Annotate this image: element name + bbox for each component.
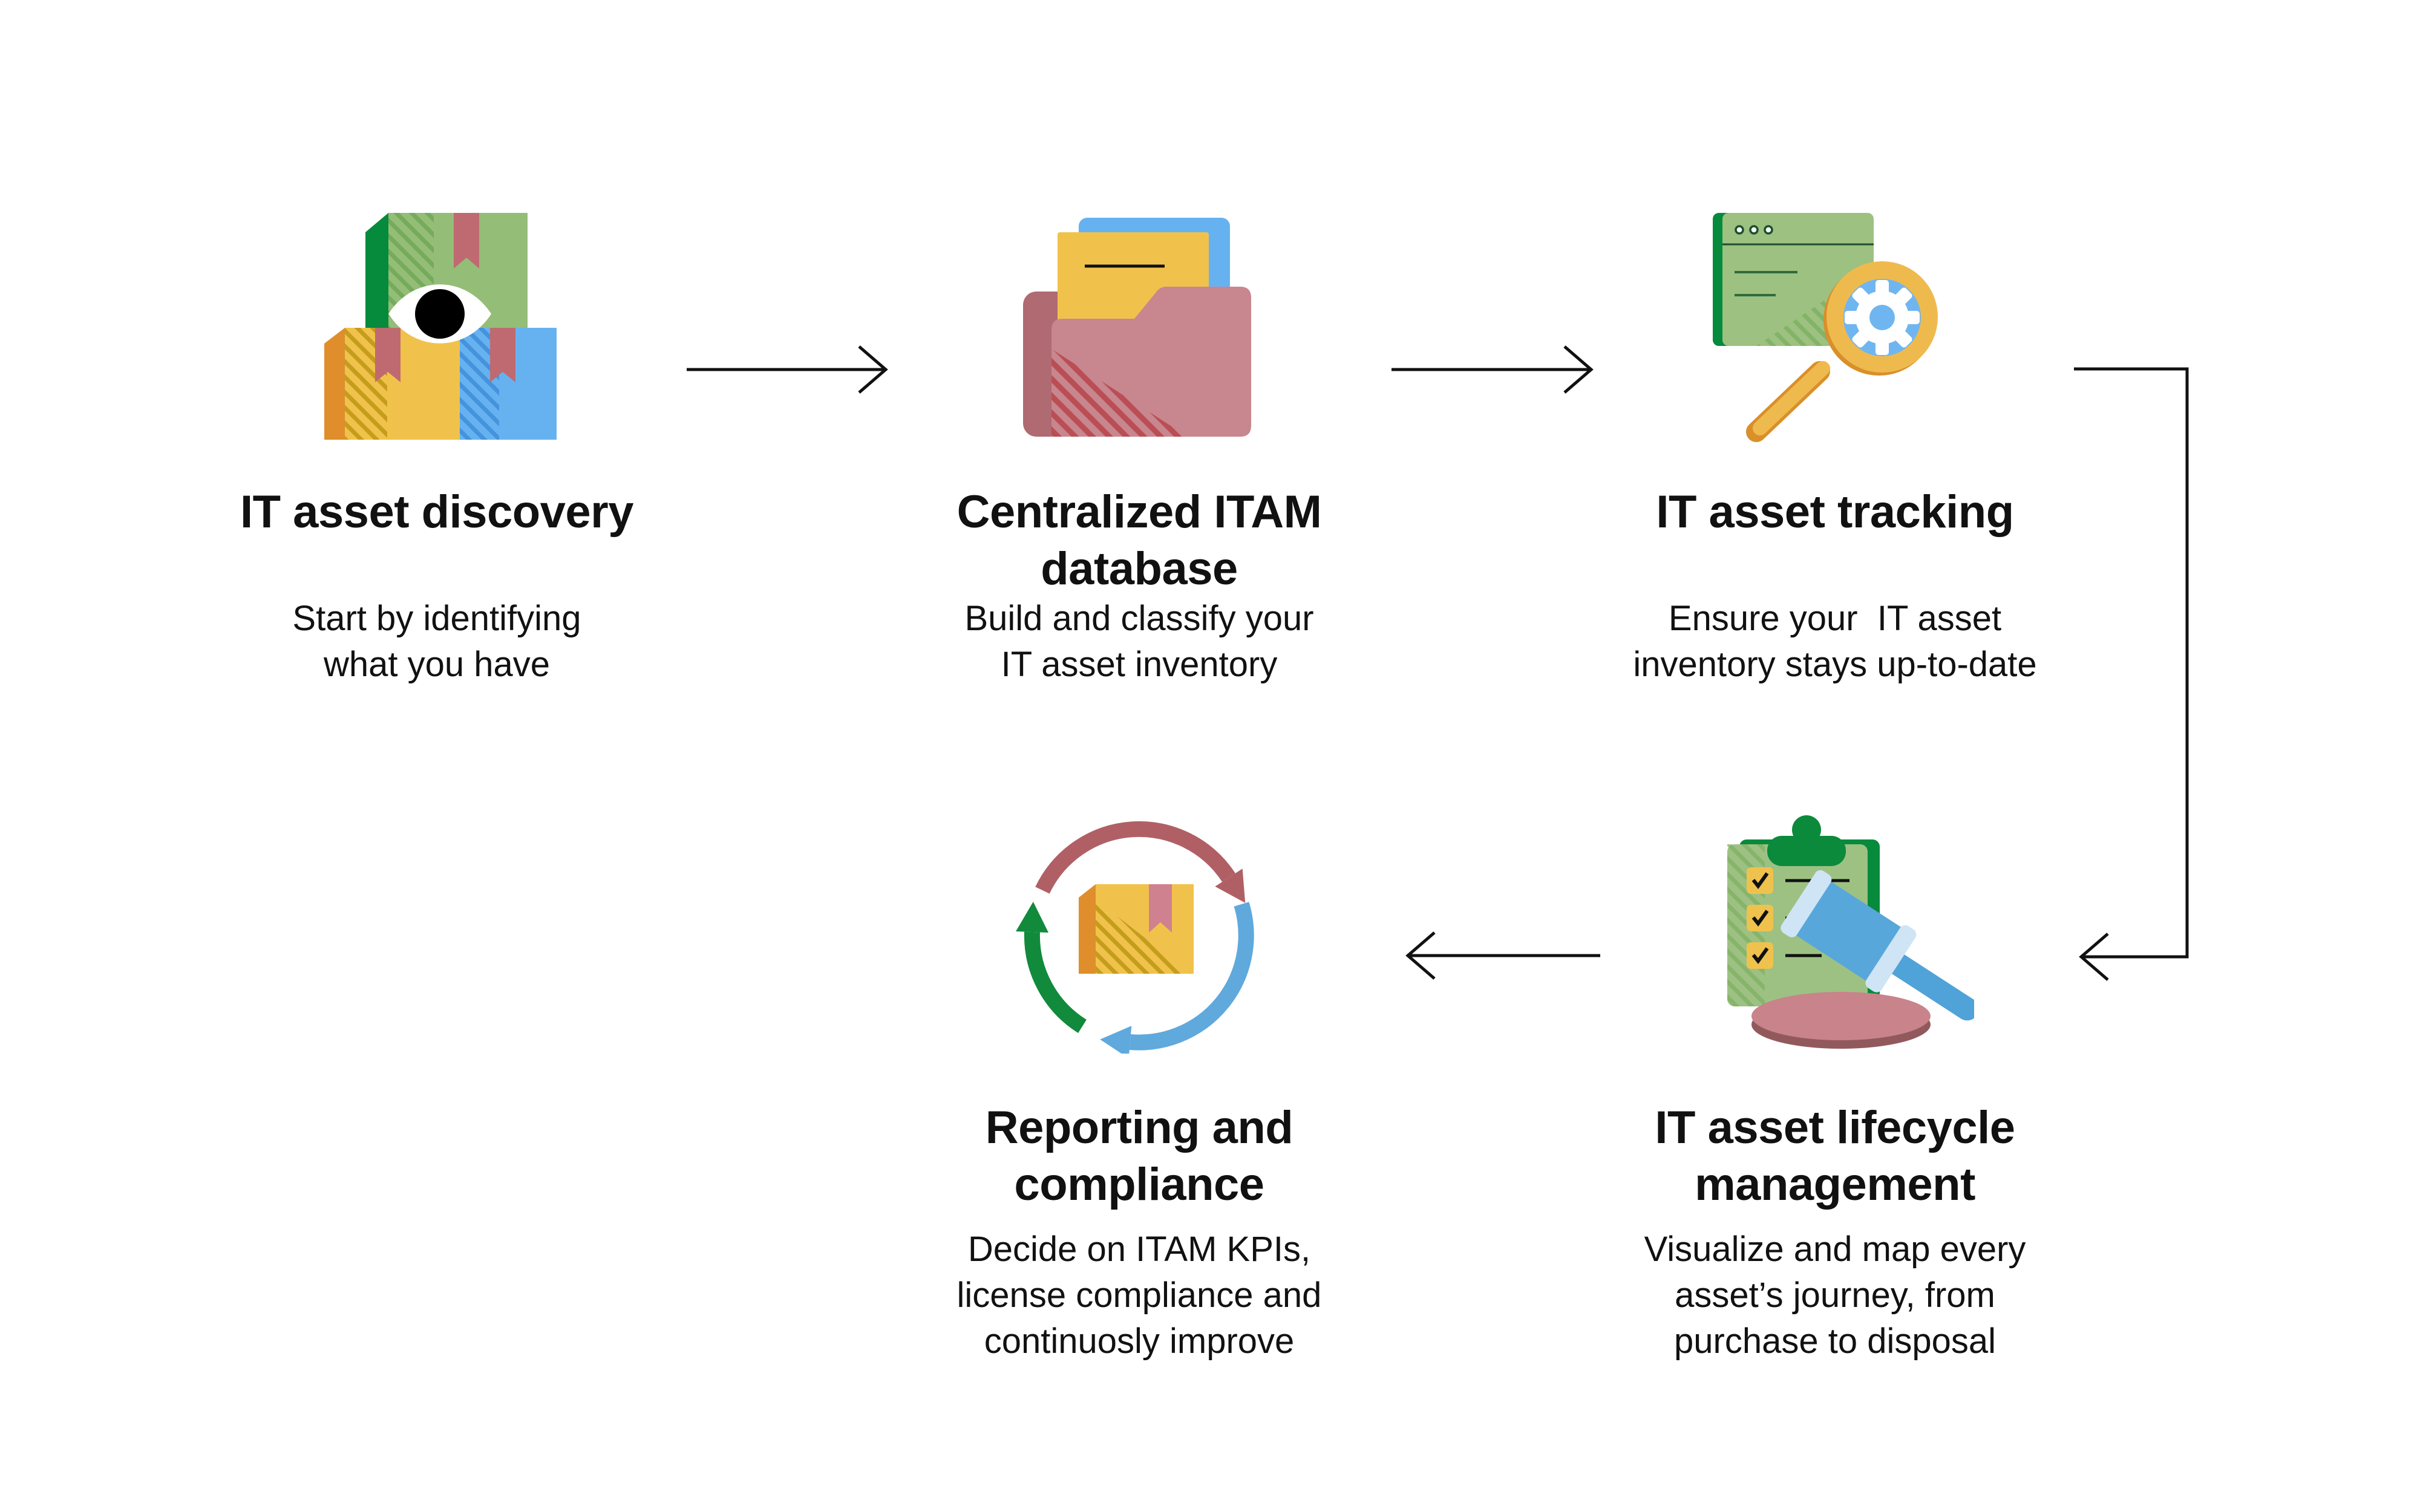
clipboard-gavel-icon <box>1727 815 1974 1049</box>
step-tracking-title: IT asset tracking <box>1656 486 2014 538</box>
step-discovery-title: IT asset discovery <box>240 486 634 538</box>
arrow-database-to-tracking <box>1392 345 1594 394</box>
step-reporting-description: Decide on ITAM KPIs, license compliance … <box>957 1230 1322 1361</box>
box-cycle-arrows-icon <box>1016 821 1254 1054</box>
step-database-description: Build and classify your IT asset invento… <box>964 599 1314 684</box>
arrow-lifecycle-to-reporting <box>1405 931 1600 980</box>
arrow-discovery-to-database <box>687 345 888 394</box>
cycle-arrows-icon <box>1016 821 1254 1054</box>
step-database-title: Centralized ITAM database <box>957 486 1322 595</box>
package-box-icon <box>1079 884 1194 974</box>
eye-icon <box>388 284 491 344</box>
step-lifecycle-description: Visualize and map every asset’s journey,… <box>1644 1230 2026 1361</box>
arrow-tracking-to-lifecycle <box>2074 367 2189 981</box>
step-tracking-description: Ensure your IT asset inventory stays up-… <box>1633 599 2037 684</box>
gavel-icon <box>1781 870 1974 1021</box>
gear-icon <box>1845 280 1920 355</box>
browser-magnifier-gear-icon <box>1713 213 1938 442</box>
step-reporting-title: Reporting and compliance <box>985 1102 1293 1210</box>
boxes-with-eye-icon <box>324 213 557 440</box>
gavel-base-icon <box>1751 992 1931 1049</box>
step-discovery-description: Start by identifying what you have <box>292 599 581 684</box>
magnifier-gear-icon <box>1746 261 1938 442</box>
folder-with-documents-icon <box>1023 218 1251 437</box>
step-lifecycle-title: IT asset lifecycle management <box>1655 1102 2015 1210</box>
